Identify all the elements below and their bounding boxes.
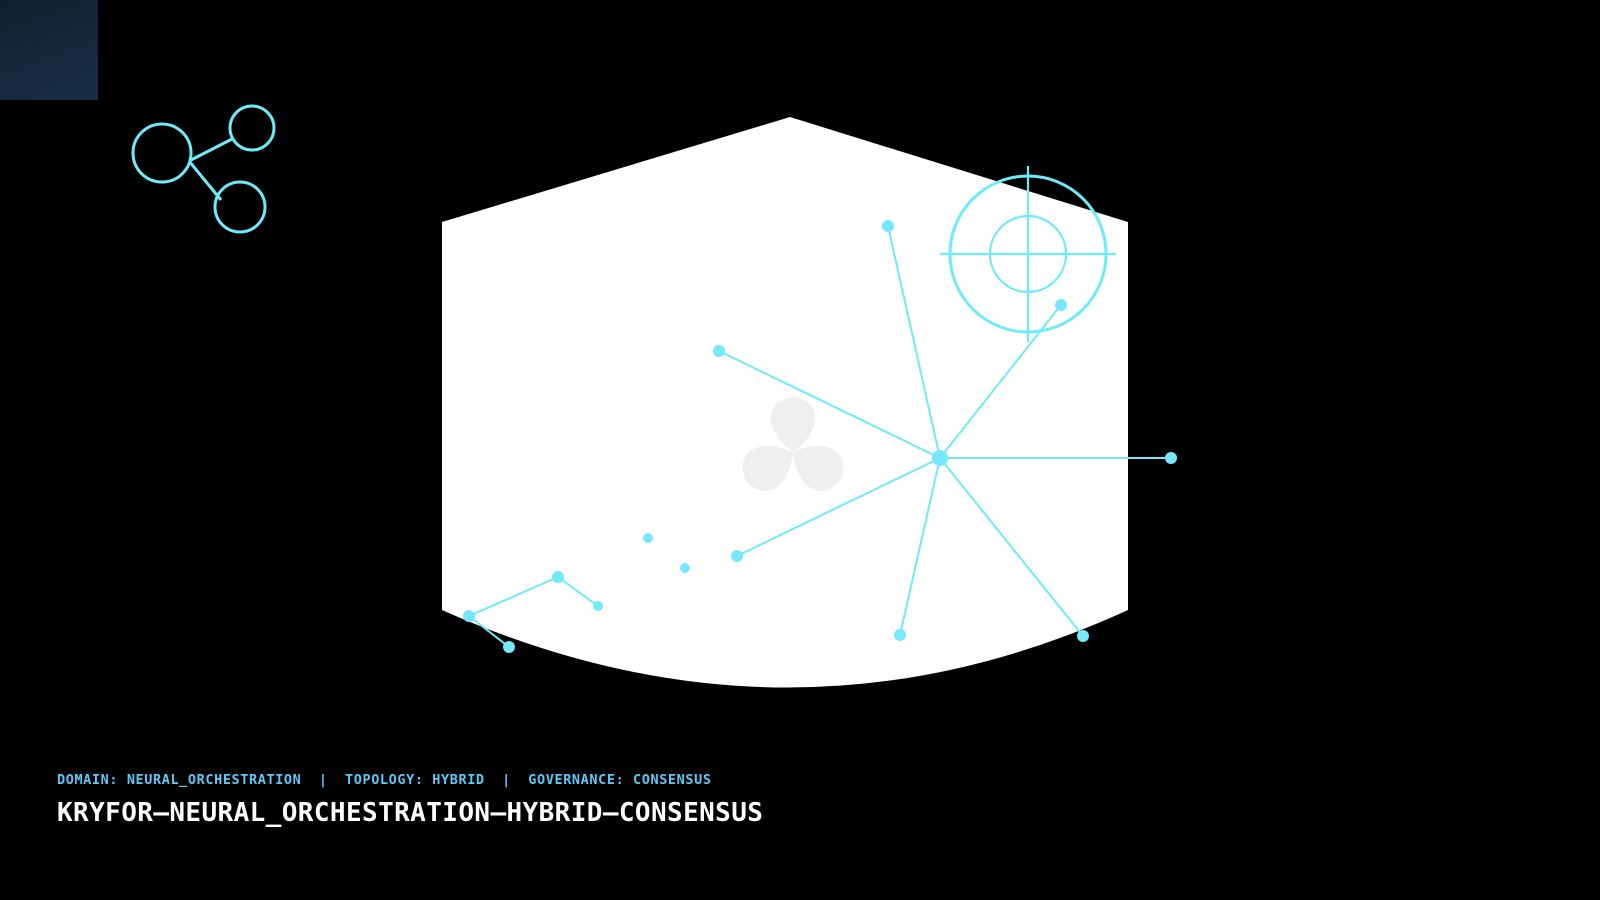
network-node[interactable] [1055,299,1067,311]
node-network-logo-icon [131,104,276,234]
target-reticle-group [940,166,1116,342]
network-node[interactable] [1165,452,1177,464]
network-edge [939,304,1062,459]
hexagonal-panel-group [442,117,1128,688]
reticle-outer-circle [948,174,1108,334]
network-edges-group [468,225,1172,648]
network-node[interactable] [1077,630,1089,642]
caption-block: DOMAIN: NEURAL_ORCHESTRATION | TOPOLOGY:… [57,770,1057,828]
network-node[interactable] [643,533,653,543]
brand-logo [126,98,286,238]
network-node[interactable] [503,641,515,653]
hexagonal-panel-shape [442,117,1128,688]
network-edge [468,615,510,648]
corner-accent-rect [0,0,98,100]
network-edge [736,457,941,557]
network-edge [557,576,599,607]
network-edge [718,350,941,459]
watermark-petal [793,446,844,491]
network-node[interactable] [731,550,743,562]
network-node[interactable] [463,610,475,622]
network-edge [468,576,559,617]
network-nodes-group [463,220,1177,653]
network-edge [887,225,941,459]
logo-node-small-bottom [213,180,267,234]
triskelion-watermark-group [742,396,844,491]
network-node[interactable] [593,601,603,611]
page-title: KRYFOR—NEURAL_ORCHESTRATION—HYBRID—CONSE… [57,798,764,828]
network-node[interactable] [894,629,906,641]
network-node[interactable] [552,571,564,583]
corner-accent-panel [0,0,98,100]
network-node[interactable] [680,563,690,573]
watermark-petal [742,446,793,491]
logo-node-large [131,122,193,184]
watermark-petal [770,396,816,452]
logo-link-1 [188,136,235,163]
network-node[interactable] [713,345,725,357]
logo-node-small-top [228,104,276,152]
network-edge [939,457,1084,637]
reticle-inner-circle [988,214,1068,294]
metadata-line: DOMAIN: NEURAL_ORCHESTRATION | TOPOLOGY:… [57,772,712,788]
corner-accent-svg [0,0,98,100]
logo-link-2 [187,160,223,201]
network-edge [899,457,941,636]
network-node[interactable] [882,220,894,232]
network-hub-node[interactable] [932,450,948,466]
